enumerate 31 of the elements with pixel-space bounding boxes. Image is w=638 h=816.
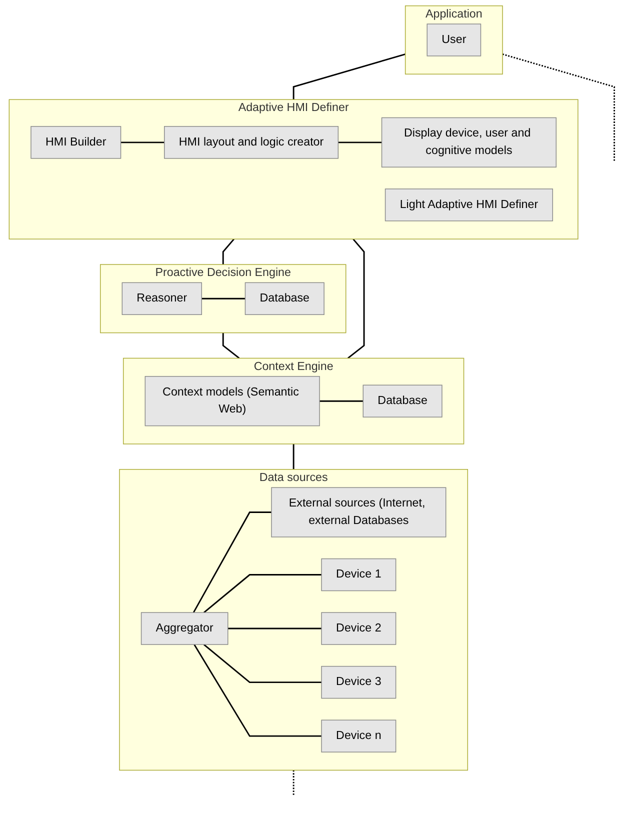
connector: [292, 770, 294, 796]
node-box: Device 2: [321, 612, 396, 645]
node-box: Device n: [321, 720, 396, 752]
node-box: User: [426, 24, 482, 56]
node-box: External sources (Internet, external Databases: [271, 487, 446, 538]
node-box: Context models (Semantic Web): [144, 376, 320, 426]
connector: [320, 400, 364, 402]
node-box: Reasoner: [122, 282, 202, 315]
node-box: Device 1: [321, 558, 396, 592]
connector: [203, 644, 322, 684]
connector: [222, 238, 235, 264]
connector: [292, 53, 406, 100]
node-box: Database: [362, 384, 442, 418]
node-box: Display device, user and cognitive models: [381, 117, 557, 168]
node-box: Device 3: [321, 666, 396, 699]
node-box: HMI Builder: [30, 126, 122, 159]
node-box: Light Adaptive HMI Definer: [384, 188, 554, 222]
connector: [338, 142, 382, 144]
connector: [203, 574, 322, 614]
connector: [202, 298, 246, 300]
node-box: Aggregator: [140, 612, 228, 645]
connector: [502, 53, 616, 162]
node-box: Database: [244, 282, 324, 315]
connector: [120, 142, 164, 144]
connector: [292, 444, 294, 470]
connector: [194, 644, 322, 737]
node-box: HMI layout and logic creator: [164, 126, 339, 159]
connector: [192, 512, 272, 613]
connector: [347, 238, 365, 359]
connector: [222, 332, 240, 359]
connector: [228, 628, 322, 630]
